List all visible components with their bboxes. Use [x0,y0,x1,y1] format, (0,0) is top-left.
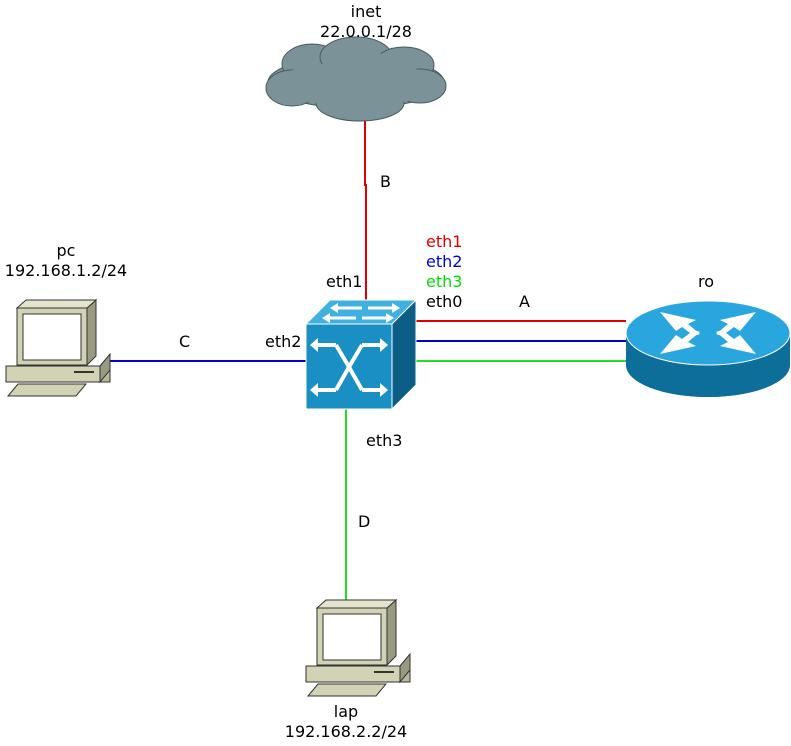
lap-address: 192.168.2.2/24 [284,722,408,741]
computer-icon [304,598,411,697]
legend-eth1: eth1 [426,232,463,251]
inet-address: 22.0.0.1/28 [320,22,412,41]
link-label-a: A [519,292,530,311]
link-label-d: D [358,512,371,531]
port-label-eth0: eth0 [426,292,463,311]
port-label-eth3: eth3 [366,431,403,450]
pc-name: pc [56,241,76,260]
lap-name: lap [333,702,359,721]
computer-icon [4,298,111,397]
legend-eth3: eth3 [426,272,463,291]
inet-name: inet [350,2,382,21]
link-b [364,120,367,300]
legend-eth2: eth2 [426,252,463,271]
switch-icon [304,298,418,411]
link-label-c: C [179,332,191,351]
pc-address: 192.168.1.2/24 [4,261,128,280]
router-icon [625,300,791,397]
cloud-icon [265,36,447,122]
link-label-b: B [380,172,391,191]
port-label-eth1: eth1 [326,272,363,291]
port-label-eth2: eth2 [265,332,302,351]
router-name: ro [697,272,715,291]
